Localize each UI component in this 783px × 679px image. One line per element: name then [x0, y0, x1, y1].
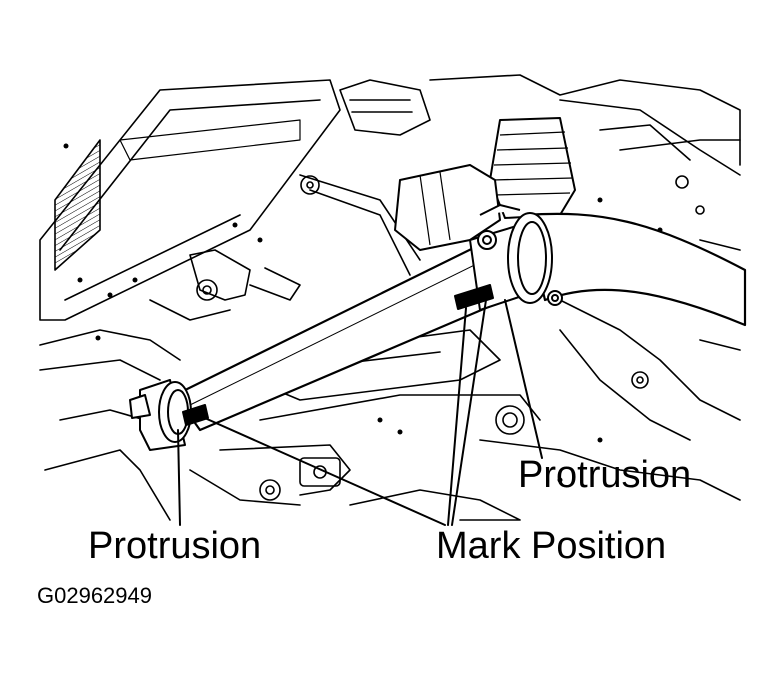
leader-mark-right: [451, 299, 487, 526]
leader-mark-mid: [447, 307, 467, 526]
stabilizer-bar: [173, 212, 747, 432]
background-structure: [39, 74, 741, 521]
figure-code: G02962949: [37, 583, 152, 608]
leader-lines: [177, 299, 543, 526]
leader-protrusion-left: [177, 429, 181, 526]
hose-upper-right: [394, 117, 576, 251]
leader-mark-left: [197, 414, 446, 526]
mark-position-label: Mark Position: [436, 525, 667, 567]
protrusion-right-label: Protrusion: [518, 454, 692, 496]
left-bushing: [129, 379, 209, 451]
leader-protrusion-right: [504, 299, 543, 459]
right-bushing: [454, 204, 563, 311]
protrusion-left-label: Protrusion: [88, 525, 262, 567]
